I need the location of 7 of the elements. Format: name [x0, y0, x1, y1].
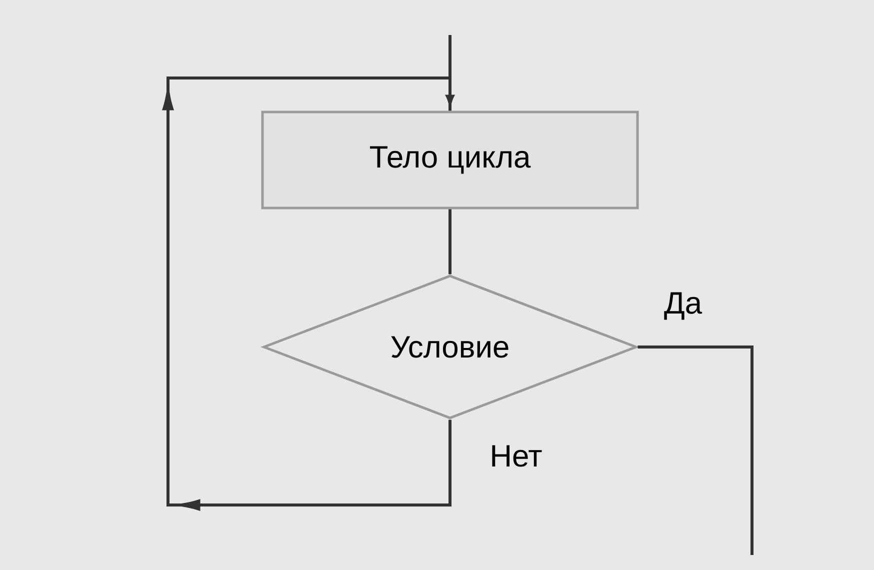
- edge-label: Да: [662, 291, 704, 321]
- connector: [638, 345, 754, 555]
- edge-label: Нет: [488, 444, 544, 468]
- connector: [162, 76, 454, 510]
- connector: [448, 209, 452, 274]
- process-box: Тело цикла: [261, 110, 639, 210]
- connector: [448, 35, 452, 111]
